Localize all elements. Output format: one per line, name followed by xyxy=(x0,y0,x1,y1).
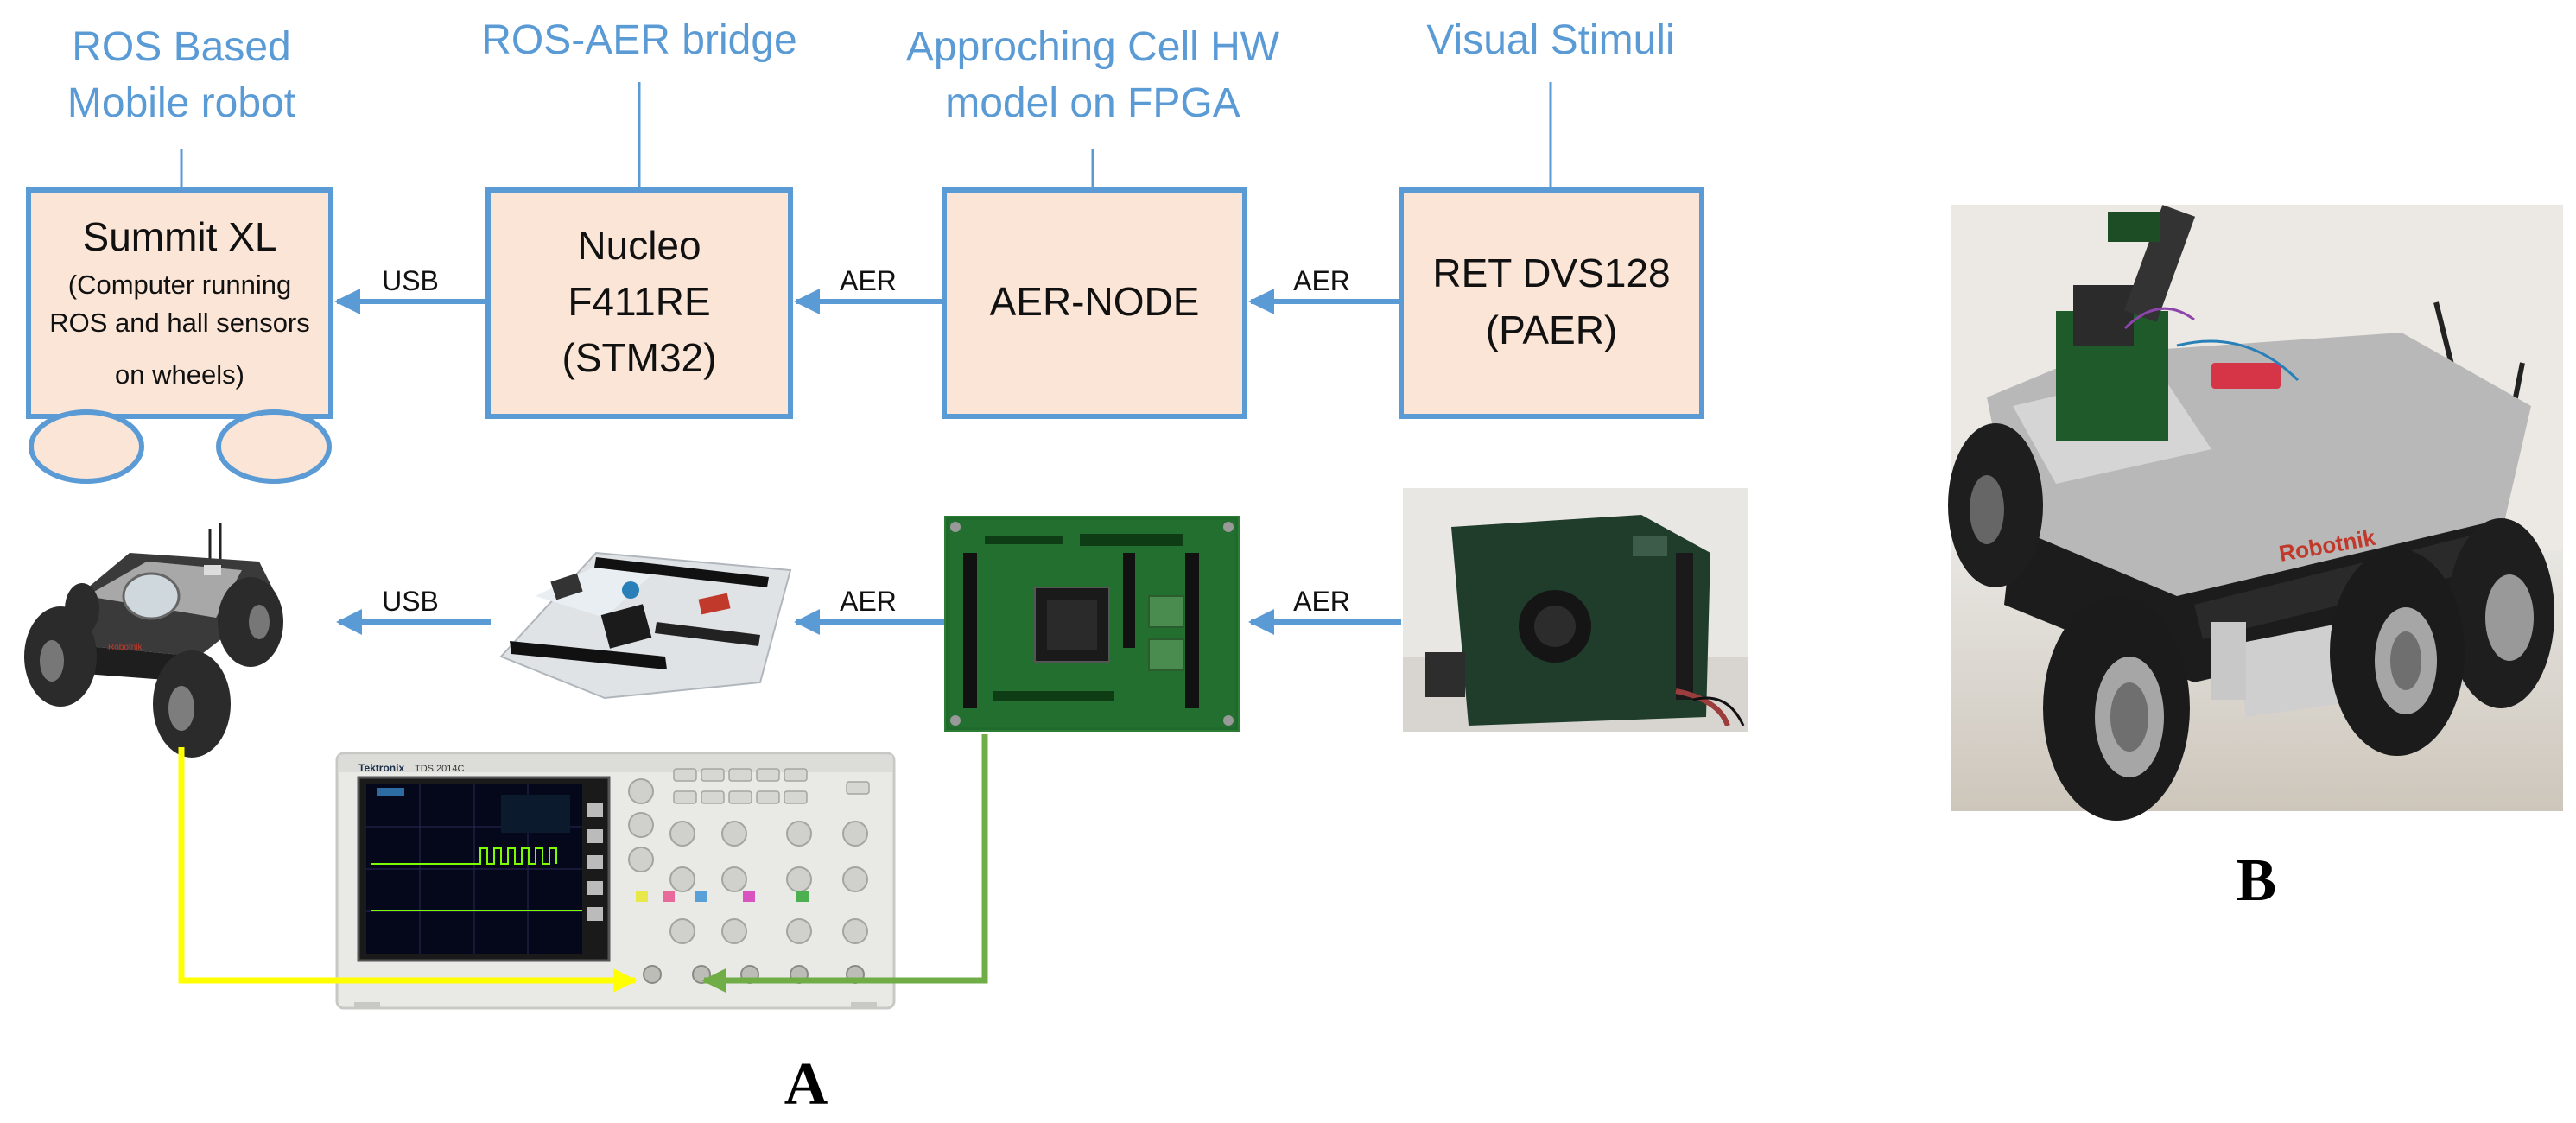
caption-stimuli-line-1: Visual Stimuli xyxy=(1426,17,1674,63)
box-nucleo: Nucleo F411RE (STM32) xyxy=(485,187,793,419)
caption-robot-line-2: Mobile robot xyxy=(67,80,295,126)
robot-small-brand: Robotnik xyxy=(108,643,143,652)
caption-fpga-line-1: Approching Cell HW xyxy=(906,24,1280,70)
caption-robot: ROS Based Mobile robot xyxy=(67,24,295,188)
scope-brand: Tektronix xyxy=(358,762,404,774)
arrow-bottom-aer-1-label: AER xyxy=(840,586,897,617)
caption-stimuli: Visual Stimuli xyxy=(1426,17,1675,188)
photo-dvs-camera xyxy=(1403,488,1748,732)
photo-nucleo-board xyxy=(499,551,792,700)
photo-fpga-board xyxy=(944,516,1240,732)
panel-label-b: B xyxy=(2237,847,2277,914)
probe-wire-yellow xyxy=(178,747,638,993)
bottom-arrows: USB AER AER xyxy=(336,586,1401,635)
box-ret: RET DVS128 (PAER) xyxy=(1399,187,1704,419)
wheel-right-shape xyxy=(216,409,332,484)
box-ret-line-1: RET DVS128 xyxy=(1432,251,1670,295)
probe-wire-green xyxy=(701,734,988,993)
box-summit-line-3: on wheels) xyxy=(115,359,244,390)
photo-oscilloscope: Tektronix TDS 2014C xyxy=(335,752,896,1010)
arrow-bottom-usb-label: USB xyxy=(382,586,439,617)
box-summit: Summit XL (Computer running ROS and hall… xyxy=(26,187,333,484)
top-arrows: USB AER AER xyxy=(334,265,1399,314)
caption-fpga-line-2: model on FPGA xyxy=(945,80,1240,126)
box-summit-title: Summit XL xyxy=(83,214,277,259)
box-nucleo-line-3: (STM32) xyxy=(562,335,717,380)
box-summit-line-2: ROS and hall sensors xyxy=(49,308,310,338)
caption-bridge-line-1: ROS-AER bridge xyxy=(481,17,796,63)
caption-robot-line-1: ROS Based xyxy=(72,24,290,70)
scope-model: TDS 2014C xyxy=(415,764,465,774)
box-aernode-line-1: AER-NODE xyxy=(990,279,1200,324)
box-ret-line-2: (PAER) xyxy=(1486,308,1618,352)
arrow-top-aer-1-label: AER xyxy=(840,265,897,296)
box-summit-line-1: (Computer running xyxy=(68,270,291,300)
photo-robot-small: Robotnik xyxy=(24,523,283,758)
box-aernode: AER-NODE xyxy=(942,187,1247,419)
arrow-top-usb-label: USB xyxy=(382,265,439,296)
caption-fpga: Approching Cell HW model on FPGA xyxy=(906,24,1280,188)
arrow-top-aer-2-label: AER xyxy=(1293,265,1350,296)
photo-robot-large: Robotnik xyxy=(1948,205,2563,821)
box-nucleo-line-2: F411RE xyxy=(568,279,710,324)
box-nucleo-line-1: Nucleo xyxy=(577,223,701,268)
caption-bridge: ROS-AER bridge xyxy=(481,17,797,188)
panel-label-a: A xyxy=(784,1051,828,1118)
arrow-bottom-aer-2-label: AER xyxy=(1293,586,1350,617)
wheel-left-shape xyxy=(29,409,144,484)
